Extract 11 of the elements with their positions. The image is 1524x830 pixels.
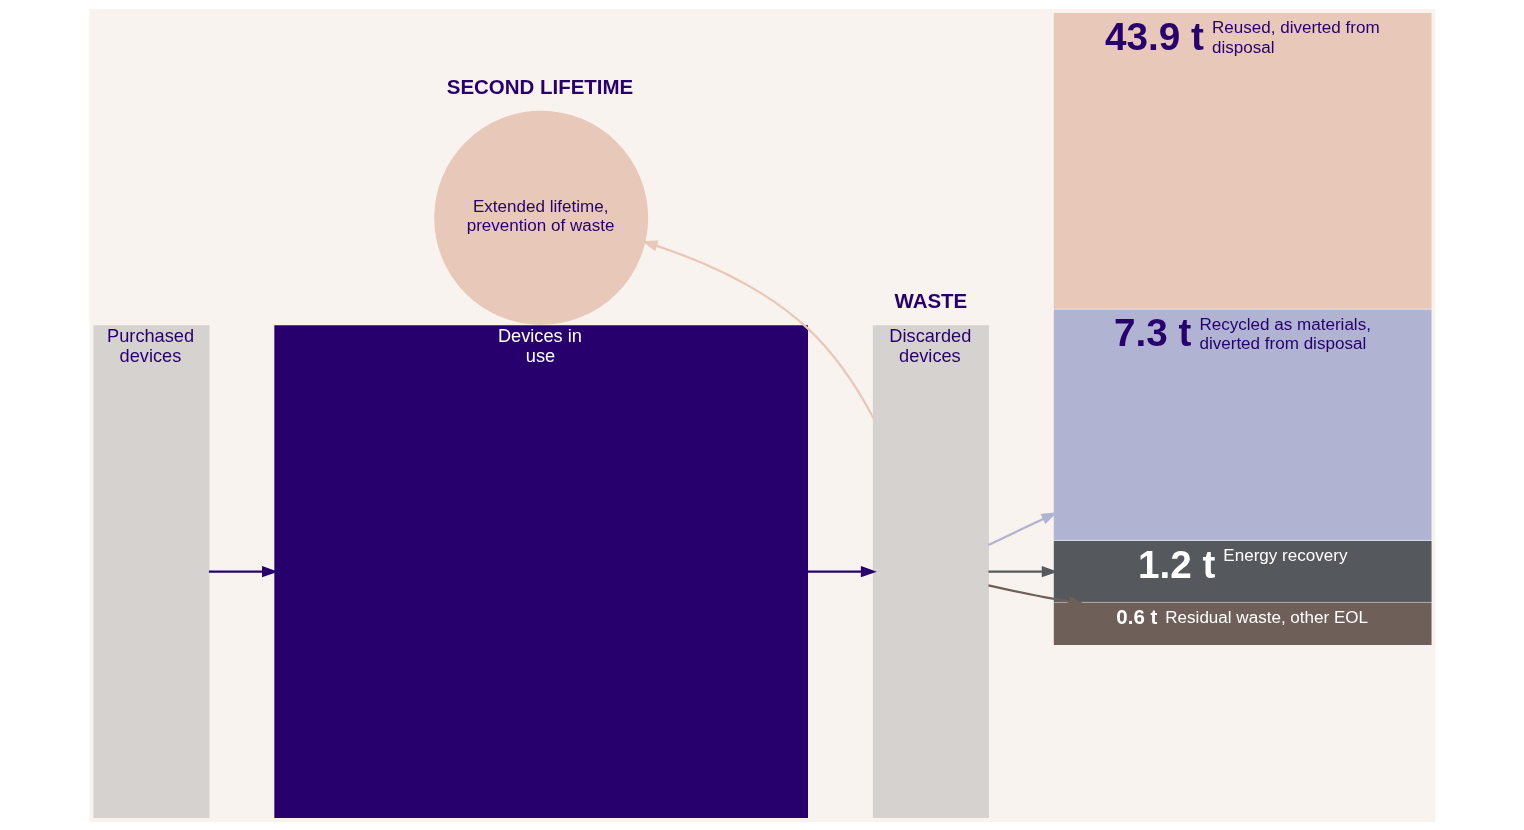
arrow (208, 565, 278, 577)
node-circle: Extended lifetime, prevention of waste (433, 110, 648, 325)
node-box: Purchased devices (92, 324, 209, 818)
node-box: 0.6 t Residual waste, other EOL (1053, 602, 1432, 645)
node-box: 1.2 t Energy recovery (1053, 540, 1432, 602)
label: WASTE (893, 288, 967, 312)
node-box: Discarded devices (872, 324, 989, 818)
node-box: Devices in use (273, 324, 808, 818)
arrow (987, 511, 1057, 546)
label: SECOND LIFETIME (446, 74, 633, 98)
arrow (807, 565, 877, 577)
